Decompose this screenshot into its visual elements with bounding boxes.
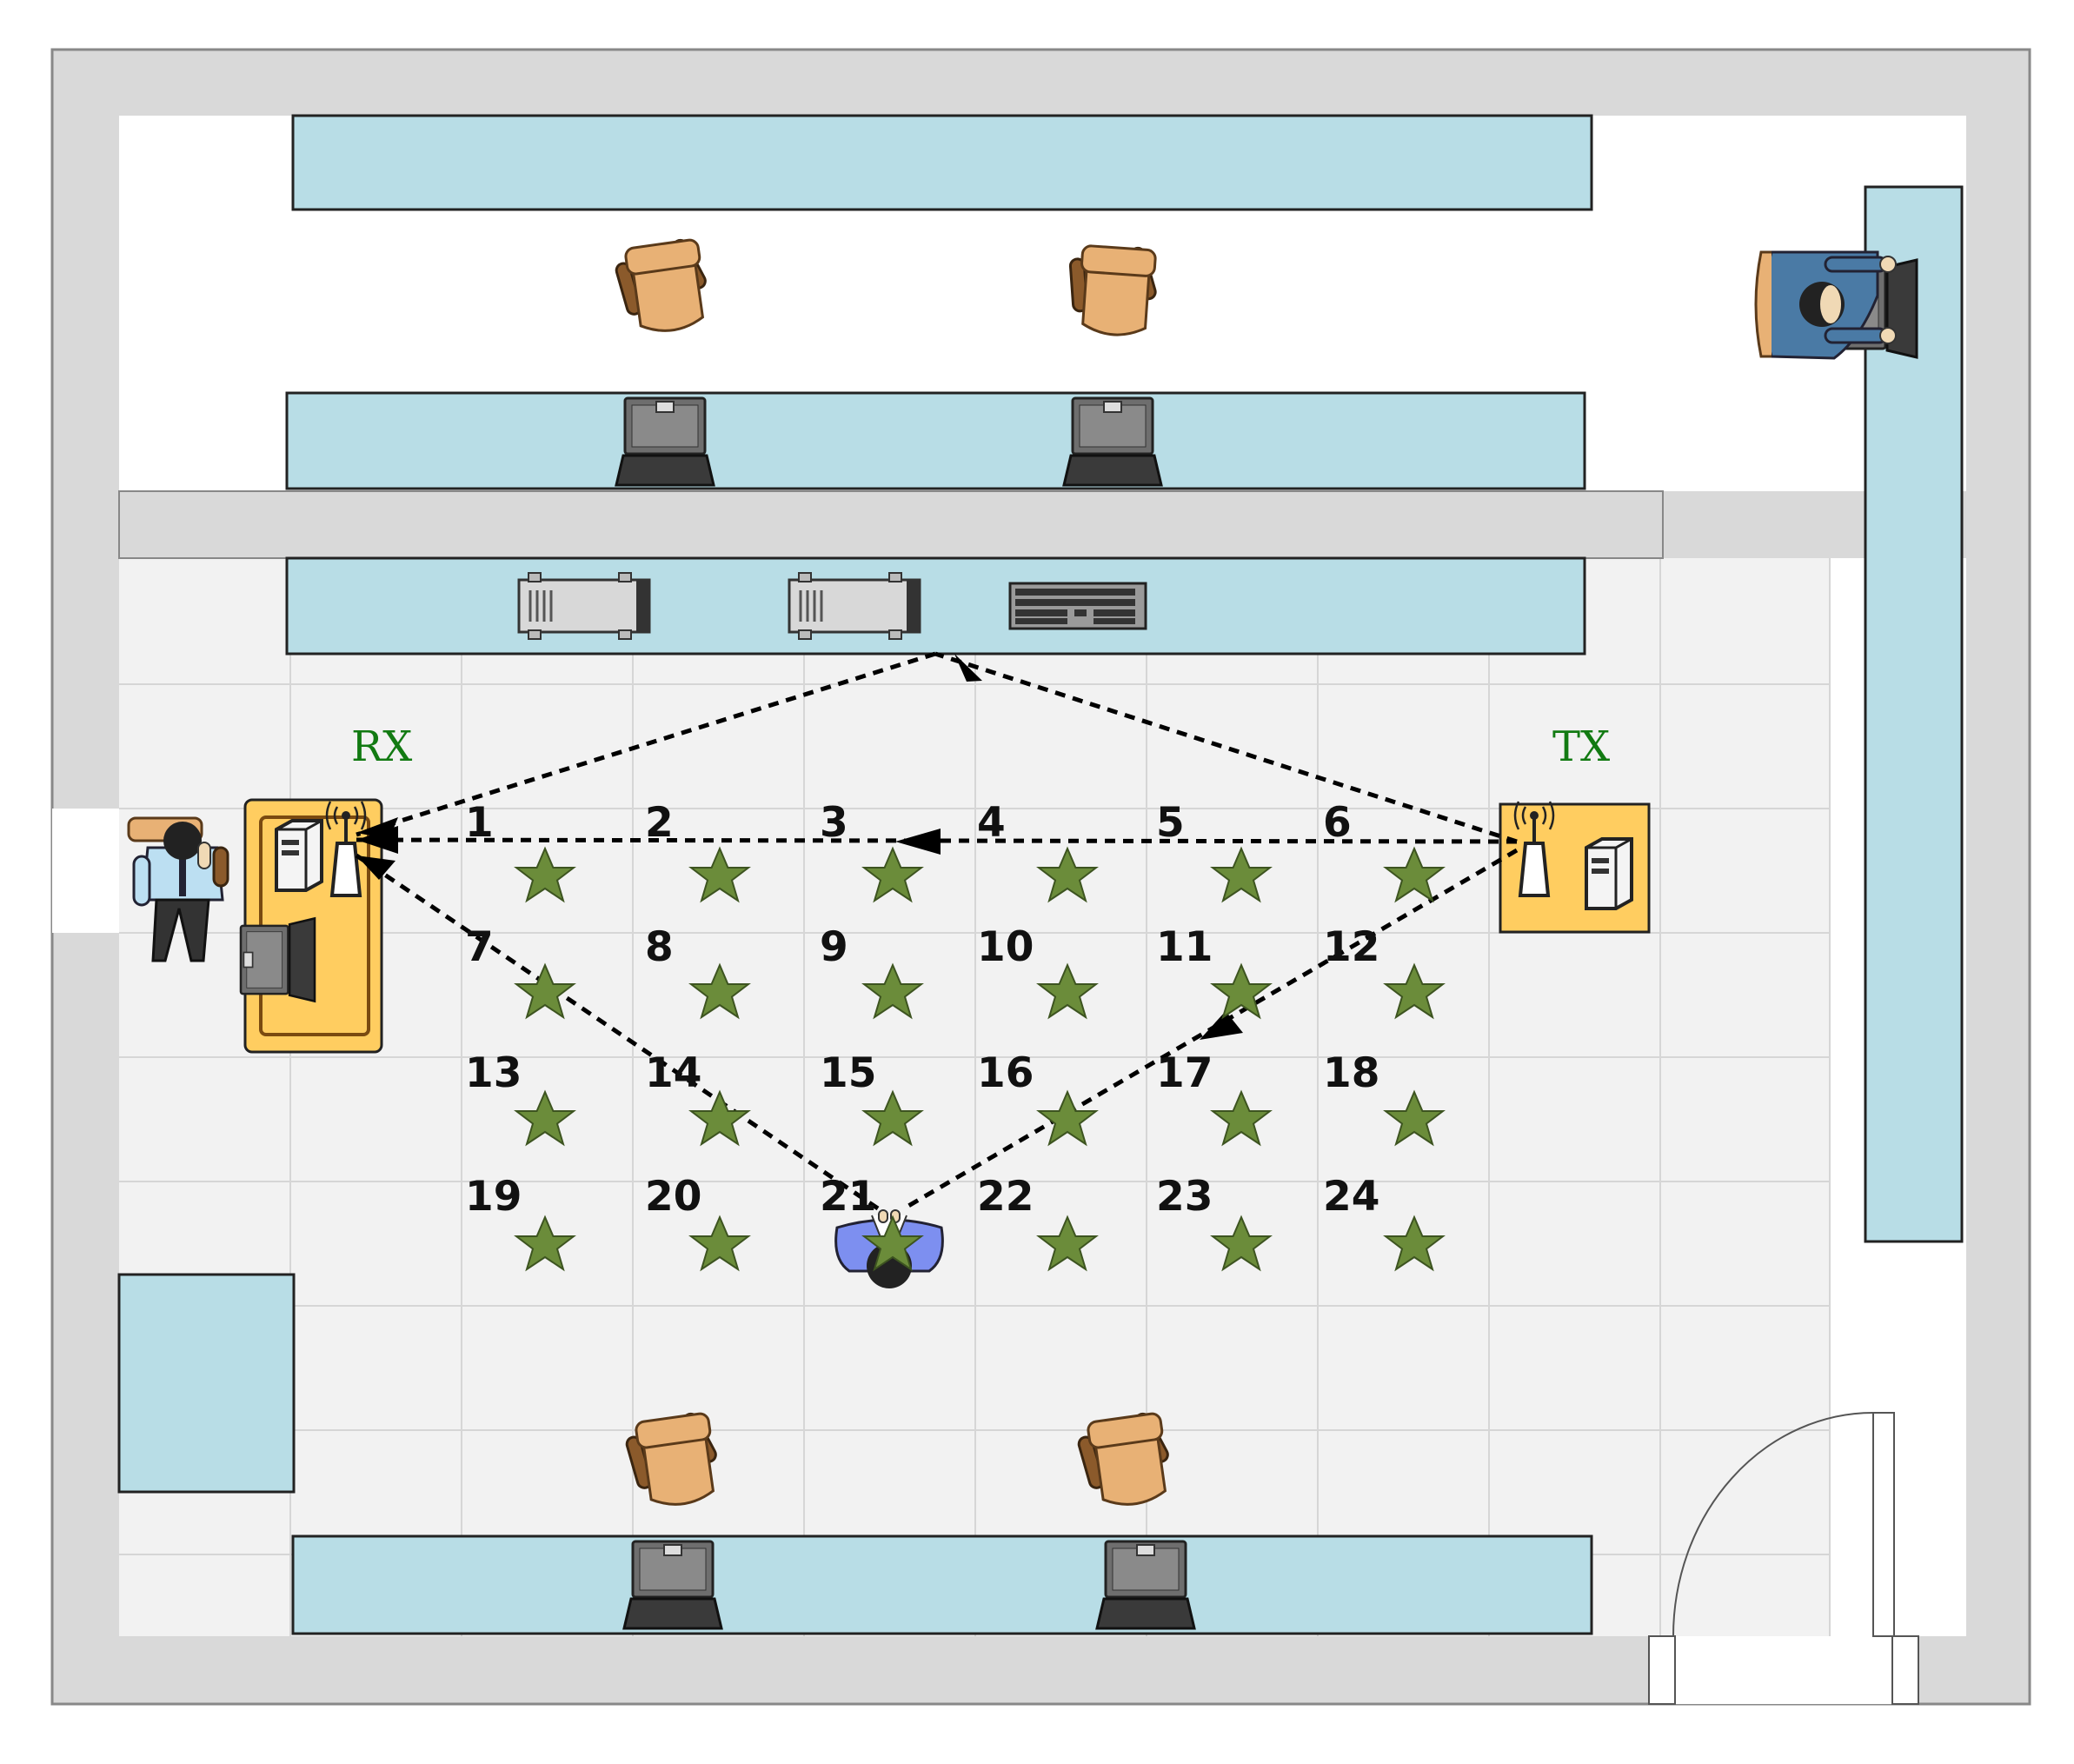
point-label: 24 xyxy=(1323,1173,1379,1221)
point-label: 5 xyxy=(1156,799,1185,847)
point-label: 1 xyxy=(465,799,494,847)
point-label: 9 xyxy=(820,923,848,971)
laptop-icon xyxy=(1062,396,1163,487)
rx-label: RX xyxy=(351,722,412,771)
point-label: 13 xyxy=(465,1049,522,1097)
point-label: 12 xyxy=(1323,923,1379,971)
arrow-rx-direct xyxy=(356,826,398,854)
laptop-icon xyxy=(615,396,715,487)
point-label: 11 xyxy=(1156,923,1213,971)
laptop-icon xyxy=(1095,1540,1196,1630)
desk-bottom xyxy=(291,1534,1593,1635)
keyboard-icon xyxy=(1008,582,1147,630)
server-icon xyxy=(517,571,651,641)
point-label: 21 xyxy=(820,1173,876,1221)
path-rack-to-rx xyxy=(356,651,936,837)
rx-station xyxy=(239,798,383,1054)
partition-wall xyxy=(118,490,1664,559)
desktop-tower-icon xyxy=(1585,837,1633,910)
point-label: 3 xyxy=(820,799,848,847)
arrow-rx-bottom xyxy=(356,855,396,880)
point-label: 2 xyxy=(645,799,674,847)
server-icon xyxy=(788,571,921,641)
signal-arrows xyxy=(356,654,1243,1040)
cabinet-left xyxy=(117,1273,296,1494)
point-label: 17 xyxy=(1156,1049,1213,1097)
person-icon xyxy=(127,816,229,962)
point-label: 6 xyxy=(1323,799,1352,847)
path-person-to-rx xyxy=(355,853,880,1211)
arrow-direct xyxy=(895,829,941,855)
desk-server-rack xyxy=(285,556,1586,656)
door-icon xyxy=(1648,1412,1919,1705)
point-label: 10 xyxy=(977,923,1034,971)
point-label: 7 xyxy=(465,923,494,971)
laptop-icon xyxy=(622,1540,723,1630)
tx-station xyxy=(1499,800,1651,934)
point-label: 8 xyxy=(645,923,674,971)
point-label: 23 xyxy=(1156,1173,1213,1221)
point-label: 20 xyxy=(645,1173,701,1221)
arrow-rack xyxy=(954,654,982,682)
point-label: 16 xyxy=(977,1049,1034,1097)
point-label: 4 xyxy=(977,799,1006,847)
point-label: 14 xyxy=(645,1049,701,1097)
desktop-tower-icon xyxy=(275,819,323,892)
arrow-person-tx xyxy=(1200,1011,1243,1040)
desk-middle-upper xyxy=(285,391,1586,490)
desk-right-tall xyxy=(1864,185,1964,1243)
laptop-icon xyxy=(239,917,316,1002)
point-label: 15 xyxy=(820,1049,876,1097)
point-label: 18 xyxy=(1323,1049,1379,1097)
left-wall-opening xyxy=(52,809,119,933)
person-icon xyxy=(1754,250,1897,360)
desk-top-upper xyxy=(291,114,1593,211)
point-label: 19 xyxy=(465,1173,522,1221)
tx-label: TX xyxy=(1552,722,1610,771)
point-label: 22 xyxy=(977,1173,1034,1221)
